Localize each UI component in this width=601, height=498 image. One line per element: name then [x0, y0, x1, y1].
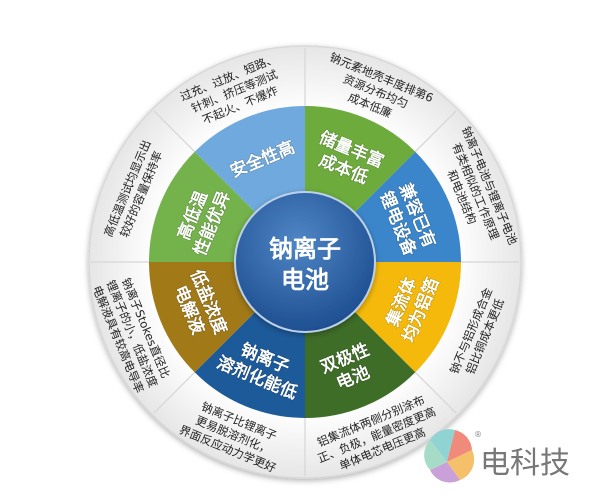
logo-mark-icon — [424, 429, 475, 483]
logo-registered-mark: ® — [474, 430, 482, 439]
outer-divider — [414, 371, 457, 414]
outer-divider — [414, 110, 457, 153]
center-title-line-1: 钠离子 — [269, 235, 341, 263]
center-circle — [234, 191, 376, 333]
center-title-line-2: 电池 — [281, 266, 329, 294]
outer-divider — [153, 371, 196, 414]
logo: ® 电科技 — [424, 429, 570, 483]
logo-text: 电科技 — [480, 446, 570, 481]
outer-divider — [153, 110, 196, 153]
